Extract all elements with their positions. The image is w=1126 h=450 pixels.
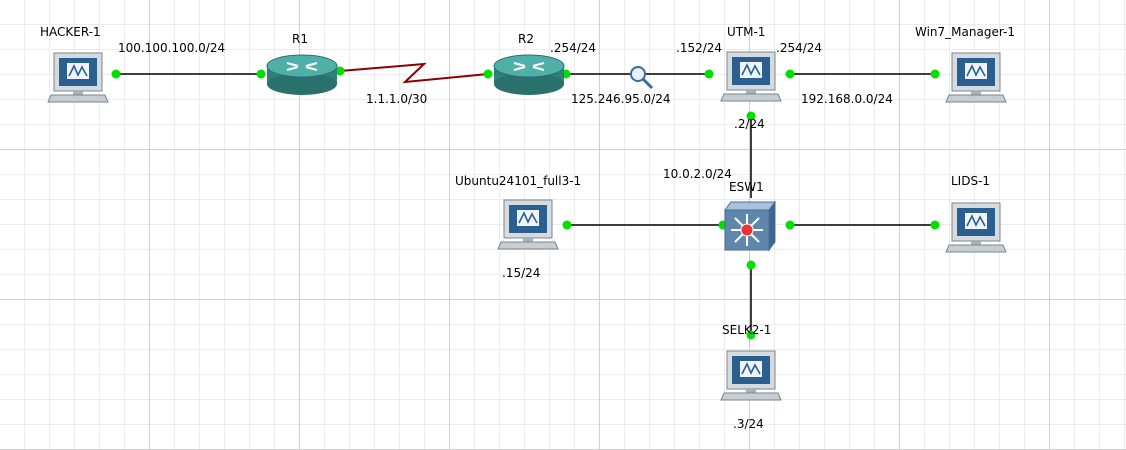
node-lids[interactable] xyxy=(945,201,1007,255)
label-esw1: ESW1 xyxy=(729,180,764,194)
port-status-dot xyxy=(562,220,572,230)
pc-icon xyxy=(945,52,1007,103)
port-status-dot xyxy=(483,69,493,79)
label-selk-iface: .3/24 xyxy=(733,417,764,431)
pc-icon xyxy=(720,350,782,401)
label-win7: Win7_Manager-1 xyxy=(915,25,1015,39)
port-status-dot xyxy=(335,66,345,76)
label-hacker-net: 100.100.100.0/24 xyxy=(118,41,226,55)
label-utm-inner-iface: .254/24 xyxy=(776,41,823,55)
node-r1[interactable] xyxy=(265,54,339,98)
link-r1-r2-serial[interactable] xyxy=(339,62,489,84)
port-status-dot xyxy=(746,111,756,121)
node-selk[interactable] xyxy=(720,349,782,403)
packet-capture-icon[interactable] xyxy=(630,66,654,90)
port-status-dot xyxy=(930,69,940,79)
label-utm-win7-net: 192.168.0.0/24 xyxy=(801,92,893,106)
port-status-dot xyxy=(256,69,266,79)
port-status-dot xyxy=(111,69,121,79)
label-ubuntu-iface: .15/24 xyxy=(502,266,541,280)
port-status-dot xyxy=(930,220,940,230)
port-status-dot xyxy=(746,260,756,270)
pc-icon xyxy=(720,51,782,102)
router-icon xyxy=(493,54,565,95)
port-status-dot xyxy=(785,220,795,230)
label-utm: UTM-1 xyxy=(727,25,766,39)
label-r1-r2-net: 1.1.1.0/30 xyxy=(366,92,428,106)
node-ubuntu[interactable] xyxy=(497,198,559,252)
switch-icon xyxy=(724,200,776,252)
node-utm[interactable] xyxy=(720,50,782,104)
pc-icon xyxy=(47,52,109,103)
label-esw-net: 10.0.2.0/24 xyxy=(663,167,732,181)
node-r2[interactable] xyxy=(492,54,566,98)
pc-icon xyxy=(945,202,1007,253)
label-selk: SELK2-1 xyxy=(722,323,772,337)
label-lids: LIDS-1 xyxy=(951,174,991,188)
router-icon xyxy=(266,54,338,95)
pc-icon xyxy=(497,199,559,250)
label-r1: R1 xyxy=(292,32,308,46)
label-ubuntu: Ubuntu24101_full3-1 xyxy=(455,174,582,188)
port-status-dot xyxy=(785,69,795,79)
port-status-dot xyxy=(704,69,714,79)
label-r2-iface: .254/24 xyxy=(550,41,597,55)
label-utm-down-iface: .2/24 xyxy=(734,117,765,131)
node-win7[interactable] xyxy=(945,51,1007,105)
label-hacker: HACKER-1 xyxy=(40,25,101,39)
port-status-dot xyxy=(746,330,756,340)
node-esw1[interactable] xyxy=(723,200,777,252)
label-utm-outer-iface: .152/24 xyxy=(676,41,723,55)
label-r2-utm-net: 125.246.95.0/24 xyxy=(571,92,671,106)
label-r2: R2 xyxy=(518,32,534,46)
node-hacker[interactable] xyxy=(47,51,109,105)
